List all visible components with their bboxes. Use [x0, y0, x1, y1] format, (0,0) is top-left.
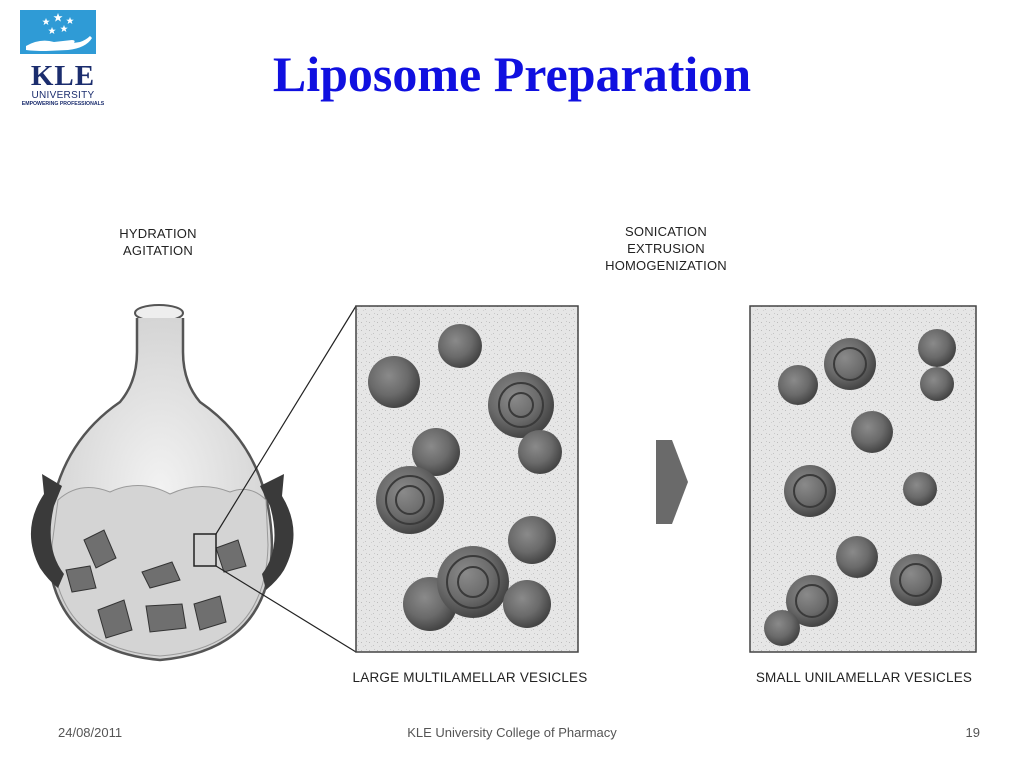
logo-subtitle: UNIVERSITY [31, 90, 95, 101]
hydration-caption: HYDRATION AGITATION [90, 225, 226, 259]
sizing-methods-caption: SONICATION EXTRUSION HOMOGENIZATION [564, 223, 768, 274]
kle-logo: KLE UNIVERSITY EMPOWERING PROFESSIONALS [6, 4, 110, 108]
caption-line-homogenization: HOMOGENIZATION [605, 258, 727, 273]
footer-date: 24/08/2011 [58, 725, 123, 740]
caption-line-extrusion: EXTRUSION [627, 241, 705, 256]
hand-stars-icon [20, 10, 96, 54]
caption-line-agitation: AGITATION [123, 243, 193, 258]
logo-name: KLE [30, 60, 96, 92]
process-arrow-icon [656, 440, 688, 524]
liposome-diagram [30, 304, 977, 662]
multilamellar-panel [355, 305, 579, 653]
rotation-arrows [30, 474, 294, 590]
slide-number: 19 [965, 725, 980, 740]
logo-tagline: EMPOWERING PROFESSIONALS [21, 101, 105, 107]
caption-line-hydration: HYDRATION [119, 226, 197, 241]
slide-title: Liposome Preparation [272, 46, 752, 102]
unilamellar-label: SMALL UNILAMELLAR VESICLES [755, 670, 973, 685]
footer-organization: KLE University College of Pharmacy [407, 725, 617, 740]
caption-line-sonication: SONICATION [625, 224, 707, 239]
unilamellar-panel [749, 305, 977, 653]
multilamellar-label: LARGE MULTILAMELLAR VESICLES [352, 670, 588, 685]
round-bottom-flask [46, 304, 274, 662]
